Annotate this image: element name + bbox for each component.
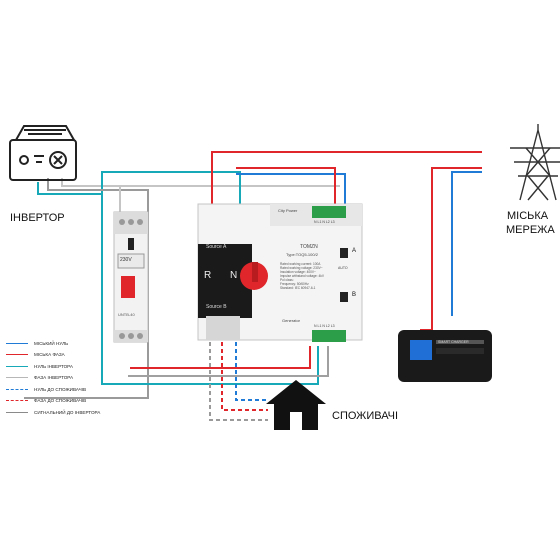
legend-item: ФАЗА ДО СПОЖИВАЧІВ (6, 396, 86, 406)
inverter-label: ІНВЕРТОР (10, 212, 65, 224)
legend-swatch (6, 365, 28, 367)
relay-model: UNTB-40 (118, 312, 135, 317)
wire-battery (420, 306, 433, 331)
ats-city-power: City Power (278, 208, 298, 213)
wires (24, 151, 482, 421)
ats-spec-line: Pol class: (280, 278, 294, 282)
ats-specs: Rated working current: 100A Rated workin… (280, 262, 324, 290)
legend-text: МІСЬКИЙ НУЛЬ (34, 340, 69, 346)
wire-city-phase-right (431, 167, 482, 306)
ats-spec-line: Rated working voltage: 230V~ (280, 266, 323, 270)
consumers-label: СПОЖИВАЧІ (332, 410, 399, 422)
ats-spec-line: Rated working current: 100A (280, 262, 321, 266)
legend-item: МІСЬКИЙ НУЛЬ (6, 338, 68, 348)
grid-label-line2: МЕРЕЖА (506, 224, 555, 236)
ats-generator: Generator (282, 318, 301, 323)
legend-text: МІСЬКА ФАЗА (34, 352, 65, 357)
legend-text: ФАЗА ІНВЕРТОРА (34, 375, 74, 380)
legend-item: ФАЗА ІНВЕРТОРА (6, 373, 73, 383)
ats-brand: TOMZN (300, 244, 318, 250)
relay-display: 230V (120, 257, 132, 263)
ats-indicator-b: B (352, 292, 357, 298)
wire-relay-sourceb-phase (128, 346, 329, 377)
wire-ats-top-neutral (236, 173, 346, 204)
wire-inverter-neutral (37, 171, 241, 210)
legend-swatch (6, 377, 28, 378)
ats-terminal-top: N L1 N L2 L3 (314, 220, 335, 224)
wire-signal (24, 178, 149, 399)
ats-terminal-bottom: N L1 N L2 L3 (314, 324, 335, 328)
ats-r: R (204, 270, 212, 281)
power-tower-icon (510, 124, 560, 201)
ats-type: Type:TOQ5-100/2 (286, 252, 318, 257)
wire-inverter-relay-neutral (101, 194, 124, 385)
wire-ats-top-phase (236, 167, 336, 204)
ats-spec-line: Insulation voltage: 400V~ (280, 270, 316, 274)
legend-swatch (6, 354, 28, 355)
wire-consumer-grey (209, 342, 268, 421)
legend-item: НУЛЬ ДО СПОЖИВАЧІВ (6, 384, 86, 394)
legend-text: ФАЗА ДО СПОЖИВАЧІВ (34, 398, 87, 403)
legend-item: СИГНАЛЬНИЙ ДО ІНВЕРТОРА (6, 407, 100, 417)
wire-relay-sourceb-red (130, 346, 311, 369)
ats-indicator-a: A (352, 248, 357, 254)
legend-text: НУЛЬ ІНВЕРТОРА (34, 363, 73, 369)
ats-switch (197, 203, 363, 342)
house-icon (266, 380, 326, 430)
wire-city-neutral (451, 171, 482, 316)
ats-spec-line: Impulse withstand voltage: 4kV (280, 274, 324, 278)
legend-swatch (6, 342, 28, 344)
battery-charger (398, 330, 492, 382)
ats-auto: AUTO (338, 266, 348, 270)
voltage-relay (113, 211, 149, 343)
ats-n: N (230, 270, 238, 281)
wire-consumer-neutral (235, 342, 268, 401)
legend-swatch (6, 411, 28, 413)
wire-city-phase (211, 151, 482, 212)
ats-source-b: Source B (206, 304, 227, 310)
wire-relay-sourceb-neutral (124, 346, 319, 385)
ats-source-a: Source A (206, 244, 227, 250)
ats-spec-line: Standard: IEC 60947-6-1 (280, 286, 316, 290)
legend-swatch (6, 388, 28, 390)
inverter-icon (9, 125, 77, 181)
legend-text: СИГНАЛЬНИЙ ДО ІНВЕРТОРА (34, 409, 101, 415)
legend-item: НУЛЬ ІНВЕРТОРА (6, 361, 73, 371)
legend-swatch (6, 400, 28, 401)
ats-spec-line: Frequency: 50/60Hz (280, 282, 309, 286)
grid-label-line1: МІСЬКА (507, 210, 549, 222)
battery-label: SMART CHARGER (438, 340, 469, 344)
wire-inverter-phase (61, 178, 340, 187)
wire-consumer-phase (221, 342, 268, 411)
legend-text: НУЛЬ ДО СПОЖИВАЧІВ (34, 386, 87, 392)
legend-item: МІСЬКА ФАЗА (6, 350, 65, 360)
